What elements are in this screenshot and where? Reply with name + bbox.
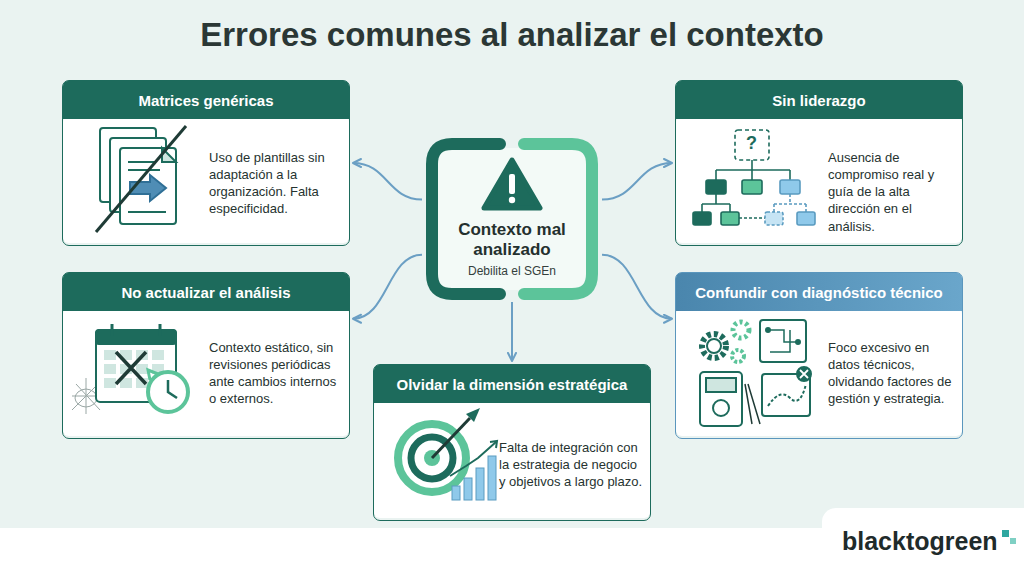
card-text: Falta de integración con la estrategia d… (499, 439, 645, 490)
logo-tab (822, 508, 1024, 572)
card-text: Uso de plantillas sin adaptación a la or… (209, 149, 345, 218)
connector-arrow (602, 255, 672, 319)
technical-icon (700, 320, 811, 426)
card-text: Foco excesivo en datos técnicos, olvidan… (828, 339, 956, 408)
error-card: Sin liderazgoAusencia de compromiso real… (675, 80, 963, 246)
error-card: Matrices genéricasUso de plantillas sin … (62, 80, 350, 246)
card-body: Ausencia de compromiso real y guía de la… (676, 119, 962, 245)
central-title: Contexto mal analizado (424, 220, 600, 261)
card-heading: Olvidar la dimensión estratégica (374, 365, 650, 403)
card-fills (63, 116, 962, 518)
target-icon (398, 408, 497, 500)
logo-text: blacktogreen (842, 527, 998, 556)
card-text: Ausencia de compromiso real y guía de la… (828, 149, 956, 235)
central-node: Contexto mal analizadoDebilita el SGEn (424, 138, 600, 300)
calendar-icon (72, 324, 188, 414)
card-body: Contexto estático, sin revisiones periód… (63, 311, 349, 438)
org-chart-icon (693, 130, 815, 225)
connector-arrow (602, 163, 672, 200)
error-card: Confundir con diagnóstico técnicoFoco ex… (675, 272, 963, 439)
connector-arrow (511, 302, 513, 361)
card-heading: Confundir con diagnóstico técnico (676, 273, 962, 311)
card-heading: Sin liderazgo (676, 81, 962, 119)
card-body: Foco excesivo en datos técnicos, olvidan… (676, 311, 962, 438)
connector-arrow (353, 163, 422, 200)
card-text: Contexto estático, sin revisiones periód… (209, 339, 345, 408)
card-heading: Matrices genéricas (63, 81, 349, 119)
warning-icon (484, 160, 540, 208)
question-mark: ? (746, 133, 757, 154)
documents-icon (96, 126, 186, 232)
error-card: No actualizar el análisisContexto estáti… (62, 272, 350, 439)
diagram-title: Errores comunes al analizar el contexto (0, 16, 1024, 54)
central-subtitle: Debilita el SGEn (424, 264, 600, 278)
logo-mark (1002, 530, 1016, 544)
card-body: Falta de integración con la estrategia d… (374, 403, 650, 520)
error-card: Olvidar la dimensión estratégicaFalta de… (373, 364, 651, 521)
card-body: Uso de plantillas sin adaptación a la or… (63, 119, 349, 245)
card-heading: No actualizar el análisis (63, 273, 349, 311)
connector-arrow (353, 255, 422, 319)
